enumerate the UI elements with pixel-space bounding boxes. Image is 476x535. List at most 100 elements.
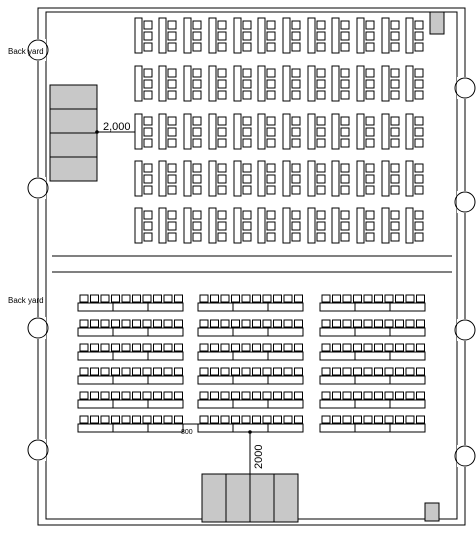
seat [283, 415, 293, 424]
chair [340, 90, 350, 100]
desk [134, 17, 143, 54]
chair [217, 221, 227, 231]
chair [143, 127, 153, 137]
chair [143, 163, 153, 173]
seat [374, 343, 383, 352]
bench-table [319, 375, 426, 385]
chair [340, 232, 350, 242]
seat-row [197, 367, 304, 385]
desk-unit [257, 207, 276, 244]
seat [294, 319, 303, 328]
chair [291, 232, 301, 242]
desk [331, 113, 340, 150]
chair [340, 79, 350, 89]
desk [134, 207, 143, 244]
upper-seating-area [134, 17, 424, 244]
seat [132, 294, 141, 303]
chair [167, 31, 177, 41]
dimension-label-aisle: 800 [181, 429, 193, 436]
desk-unit [233, 207, 252, 244]
seat [153, 294, 162, 303]
seat [142, 319, 152, 328]
seat [262, 319, 272, 328]
seat [163, 343, 173, 352]
seat [231, 391, 240, 400]
chair [217, 90, 227, 100]
desk-unit [183, 65, 202, 102]
seat [142, 343, 152, 352]
door-swing-arc [464, 191, 476, 213]
seat [294, 367, 303, 376]
dimension-label-stage-bottom: 2000 [253, 445, 265, 469]
seat [174, 415, 183, 424]
chair [365, 138, 375, 148]
desk [405, 207, 414, 244]
chair [390, 174, 400, 184]
seat [353, 415, 362, 424]
desk [356, 17, 365, 54]
chair [390, 90, 400, 100]
chair [242, 31, 252, 41]
door-swing-arc [37, 439, 49, 461]
seat [241, 367, 251, 376]
desk [208, 113, 217, 150]
seat [405, 294, 415, 303]
chair [414, 20, 424, 30]
desk [233, 113, 242, 150]
desk-unit [282, 113, 301, 150]
chair [390, 20, 400, 30]
chair [414, 163, 424, 173]
desk [183, 160, 192, 197]
chair [414, 221, 424, 231]
desk [405, 65, 414, 102]
seat [100, 343, 110, 352]
chair [242, 20, 252, 30]
seat [231, 294, 240, 303]
seat [363, 391, 373, 400]
dimension-lines [95, 130, 252, 474]
desk [134, 160, 143, 197]
chair [390, 210, 400, 220]
seat [142, 415, 152, 424]
seat [220, 391, 230, 400]
desk-unit [331, 207, 350, 244]
desk [307, 160, 316, 197]
desk [307, 207, 316, 244]
seat [100, 415, 110, 424]
desk [208, 65, 217, 102]
outer-wall [37, 7, 466, 526]
chair [242, 185, 252, 195]
seat-row [319, 319, 426, 337]
seat [121, 391, 131, 400]
desk [233, 207, 242, 244]
chair [291, 185, 301, 195]
desk-unit [381, 160, 400, 197]
seat [384, 294, 394, 303]
chair [365, 163, 375, 173]
chair [242, 90, 252, 100]
seat [283, 391, 293, 400]
seat [111, 319, 120, 328]
chair [192, 163, 202, 173]
door-opening [30, 177, 46, 199]
seat [210, 319, 219, 328]
door-swing-arc [37, 177, 49, 199]
door-swing-arc [27, 317, 39, 339]
desk [381, 65, 390, 102]
seat-row [319, 415, 426, 433]
bench-table [319, 399, 426, 409]
chair [192, 42, 202, 52]
desk [134, 65, 143, 102]
seat [220, 415, 230, 424]
seat [153, 415, 162, 424]
desk [233, 17, 242, 54]
chair [217, 20, 227, 30]
chair [217, 42, 227, 52]
seat [363, 415, 373, 424]
desk-unit [183, 113, 202, 150]
seat [163, 294, 173, 303]
chair [414, 174, 424, 184]
chair [266, 127, 276, 137]
chair [192, 174, 202, 184]
seat [199, 319, 209, 328]
